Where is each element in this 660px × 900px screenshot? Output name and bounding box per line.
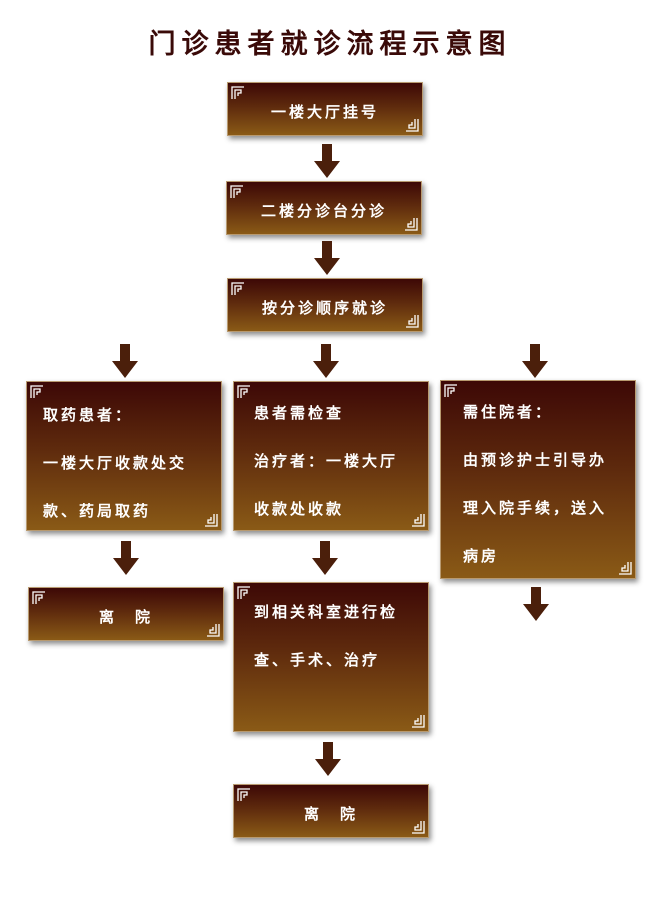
arrow-down-icon: [315, 742, 341, 776]
exam-line: 治疗者：一楼大厅: [254, 452, 399, 470]
corner-ornament-icon: [32, 591, 46, 605]
admit-line: 病房: [463, 547, 500, 565]
triage-box: 二楼分诊台分诊: [226, 181, 422, 235]
admit-line: 由预诊护士引导办: [463, 451, 608, 469]
corner-ornament-icon: [405, 118, 419, 132]
register-box: 一楼大厅挂号: [227, 82, 423, 136]
corner-ornament-icon: [444, 384, 458, 398]
procedure-box: 到相关科室进行检 查、手术、治疗: [233, 582, 429, 732]
diagram-title: 门诊患者就诊流程示意图: [148, 29, 512, 60]
corner-ornament-icon: [231, 282, 245, 296]
corner-ornament-icon: [411, 820, 425, 834]
medicine-box: 取药患者： 一楼大厅收款处交 款、药局取药: [26, 381, 222, 531]
corner-ornament-icon: [230, 185, 244, 199]
leave-label: 离 院: [303, 805, 358, 823]
corner-ornament-icon: [206, 623, 220, 637]
arrow-down-icon: [112, 344, 138, 378]
corner-ornament-icon: [237, 788, 251, 802]
admit-line: 需住院者：: [463, 403, 554, 421]
consult-label: 按分诊顺序就诊: [261, 299, 388, 317]
arrow-down-icon: [314, 144, 340, 178]
corner-ornament-icon: [404, 217, 418, 231]
exam-box: 患者需检查 治疗者：一楼大厅 收款处收款: [233, 381, 429, 531]
medicine-line: 款、药局取药: [43, 502, 152, 520]
arrow-down-icon: [522, 344, 548, 378]
admit-line: 理入院手续，送入: [463, 499, 608, 517]
corner-ornament-icon: [237, 385, 251, 399]
exam-line: 患者需检查: [254, 404, 345, 422]
triage-label: 二楼分诊台分诊: [260, 202, 387, 220]
leave-box: 离 院: [233, 784, 429, 838]
corner-ornament-icon: [405, 314, 419, 328]
corner-ornament-icon: [411, 714, 425, 728]
arrow-down-icon: [113, 541, 139, 575]
corner-ornament-icon: [237, 586, 251, 600]
corner-ornament-icon: [618, 561, 632, 575]
leave-label: 离 院: [98, 608, 153, 626]
leave-box: 离 院: [28, 587, 224, 641]
corner-ornament-icon: [411, 513, 425, 527]
arrow-down-icon: [523, 587, 549, 621]
arrow-down-icon: [313, 344, 339, 378]
admit-box: 需住院者： 由预诊护士引导办 理入院手续，送入 病房: [440, 380, 636, 579]
procedure-line: 查、手术、治疗: [254, 651, 381, 669]
procedure-line: 到相关科室进行检: [254, 603, 399, 621]
arrow-down-icon: [314, 241, 340, 275]
medicine-line: 一楼大厅收款处交: [43, 454, 188, 472]
corner-ornament-icon: [30, 385, 44, 399]
exam-line: 收款处收款: [254, 500, 345, 518]
register-label: 一楼大厅挂号: [270, 103, 379, 121]
corner-ornament-icon: [231, 86, 245, 100]
corner-ornament-icon: [204, 513, 218, 527]
consult-box: 按分诊顺序就诊: [227, 278, 423, 332]
arrow-down-icon: [312, 541, 338, 575]
medicine-line: 取药患者：: [43, 406, 134, 424]
